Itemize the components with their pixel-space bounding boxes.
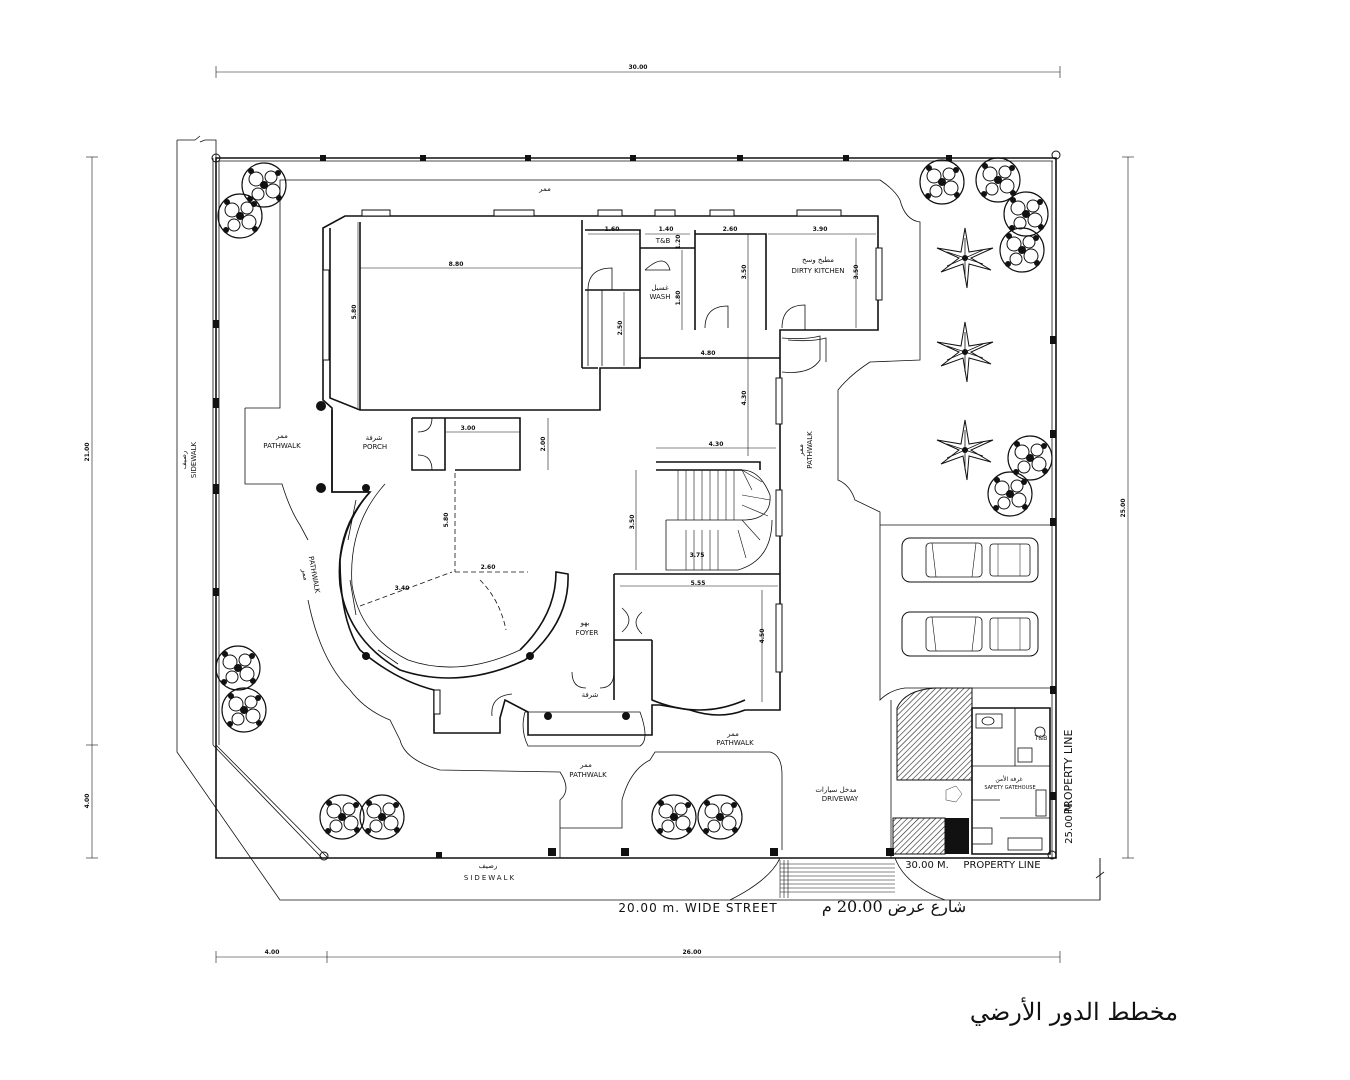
dim-guest-width: 5.55 (691, 580, 706, 587)
tree-icon (359, 794, 405, 840)
tree-icon (221, 687, 267, 733)
pathwalk-bottom-label: PATHWALK (569, 771, 607, 779)
tree-icon (1007, 435, 1053, 481)
dim-corridor-width: 4.80 (701, 350, 716, 357)
driveway-label-en: DRIVEWAY (822, 795, 859, 803)
tree-icon (919, 159, 965, 205)
dim-lounge-offset: 2.60 (481, 564, 496, 571)
room-porch-label-ar: شرفة (366, 434, 383, 442)
walkway-label-left-ar: ممر (275, 432, 288, 440)
gatehouse-label-ar: غرفة الأمن (995, 775, 1022, 783)
room-dirty-kitchen-label-ar: مطبخ وسخ (802, 256, 834, 264)
tree-icon (999, 227, 1045, 273)
tree-icon (215, 645, 261, 691)
tree-icon (1003, 191, 1049, 237)
garden-outlines (244, 179, 1052, 858)
dim-hall-depth: 5.80 (351, 305, 358, 320)
sidewalk-left-label: SIDEWALK (190, 442, 198, 479)
pathwalk-front-label-ar: ممر (726, 730, 739, 738)
tree-icon (217, 193, 263, 239)
palm-icon (936, 321, 994, 383)
dim-lounge-radius: 3.40 (395, 585, 410, 592)
palm-icon (936, 227, 994, 289)
street-label-ar: شارع عرض 20.00 م (822, 897, 966, 916)
pathwalk-left-label: PATHWALK (263, 442, 301, 450)
dim-top: 30.00 (629, 64, 648, 71)
pathwalk-right-label: PATHWALK (806, 431, 814, 469)
street-label-en: 20.00 m. WIDE STREET (618, 901, 777, 915)
sidewalk-bottom-label: SIDEWALK (464, 874, 516, 882)
driveway-label-ar: مدخل سيارات (815, 786, 857, 794)
tree-icon (697, 794, 743, 840)
dim-left-lower: 4.00 (84, 794, 91, 809)
room-dirty-kitchen-label-en: DIRTY KITCHEN (792, 267, 845, 275)
room-wash-label-en: WASH (649, 293, 670, 301)
dim-bottom-main: 26.00 (683, 949, 702, 956)
dim-corridor-depth: 4.30 (741, 391, 748, 406)
dim-wash-side: 1.80 (675, 291, 682, 306)
dim-lounge-depth: 5.80 (443, 513, 450, 528)
dim-kitchen-depth-a: 3.50 (741, 265, 748, 280)
palm-icon (936, 419, 994, 481)
room-tb-label: T&B (655, 237, 671, 245)
walkway-label-top: ممر (538, 185, 551, 193)
dim-stair-depth: 3.50 (629, 515, 636, 530)
gatehouse-label-en: SAFETY GATEHOUSE (984, 785, 1035, 791)
tree-icon (241, 162, 287, 208)
site-boundary (176, 135, 1105, 901)
tree-icon (651, 794, 697, 840)
dim-wc-top: 1.60 (605, 226, 620, 233)
dim-bottom-left: 4.00 (265, 949, 280, 956)
pathwalk-arc-label-ar: ممر (300, 567, 310, 581)
pathwalk-front-label: PATHWALK (716, 739, 754, 747)
dim-porch-depth: 2.00 (540, 437, 547, 452)
dim-tb-side: 1.20 (675, 235, 682, 250)
staircase (656, 461, 773, 571)
dim-porch-width: 3.00 (461, 425, 476, 432)
dim-left-upper: 21.00 (84, 443, 91, 462)
gatehouse (892, 687, 1051, 855)
property-line-bottom-label: PROPERTY LINE (963, 860, 1040, 871)
parked-car-icon (901, 537, 1039, 583)
pathwalk-bottom-label-ar: ممر (579, 761, 592, 769)
dim-hall-width: 8.80 (449, 261, 464, 268)
dim-store-depth: 2.50 (617, 321, 624, 336)
dim-tb-top: 1.40 (659, 226, 674, 233)
room-foyer-label-ar: بهو (580, 619, 590, 627)
room-wash-label-ar: غسيل (651, 284, 669, 292)
dim-guest-depth: 4.50 (759, 629, 766, 644)
pathwalk-right-label-ar: ممر (797, 444, 805, 457)
dimension-lines (86, 66, 1134, 963)
dim-kitchen-right: 3.90 (813, 226, 828, 233)
dim-right: 25.00 (1120, 499, 1127, 518)
building-walls (316, 209, 883, 747)
dim-stair-landing: 3.75 (690, 552, 705, 559)
property-line-bottom-length: 30.00 M. (905, 860, 949, 871)
dim-kitchen-left: 2.60 (723, 226, 738, 233)
page-title: مخطط الدور الأرضي (970, 996, 1178, 1026)
dim-stair-width: 4.30 (709, 441, 724, 448)
tree-icon (319, 794, 365, 840)
property-line-side-length: 25.00 M. (1064, 800, 1075, 844)
tree-icon (987, 471, 1033, 517)
room-porch-label-en: PORCH (363, 443, 387, 451)
dim-kitchen-depth-b: 3.50 (853, 265, 860, 280)
property-line-side-label: PROPERTY LINE (1062, 730, 1075, 815)
parked-car-icon (901, 611, 1039, 657)
sidewalk-left-label-ar: رصيف (180, 451, 188, 470)
sidewalk-bottom-label-ar: رصيف (479, 862, 498, 870)
room-front-porch-label-ar: شرفة (582, 691, 599, 699)
room-foyer-label-en: FOYER (576, 629, 599, 637)
gatehouse-tb-label: T&B (1034, 735, 1047, 742)
